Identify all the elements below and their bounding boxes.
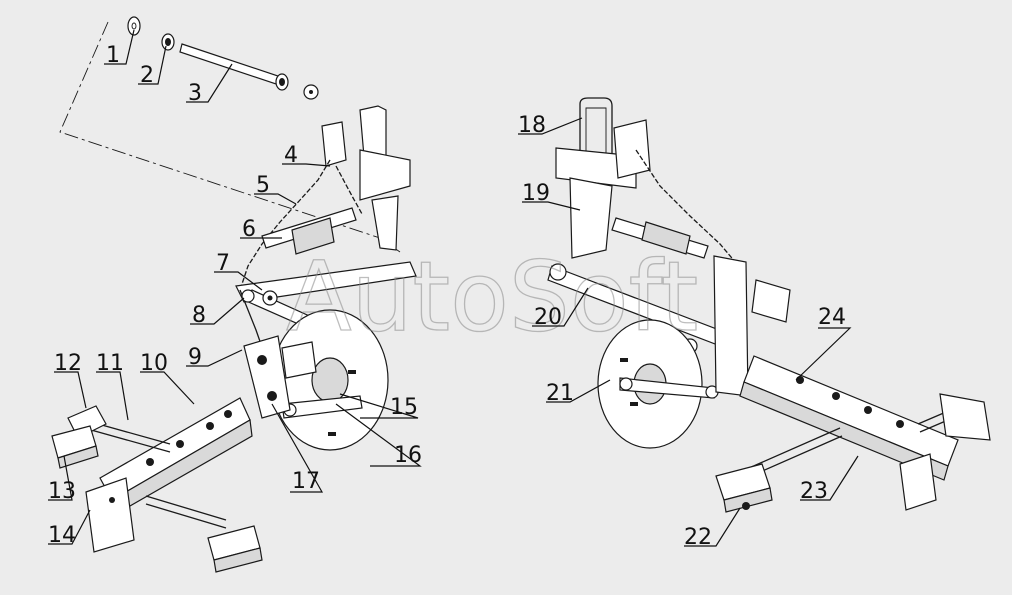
left-assembly [51, 16, 417, 573]
callout-3: 3 [188, 81, 202, 106]
callout-1: 1 [106, 43, 120, 68]
scraper-bar [619, 377, 719, 399]
callout-10: 10 [140, 351, 168, 376]
pivot-part-8 [262, 290, 278, 306]
lower-clamp [207, 525, 263, 573]
chain-right [635, 149, 743, 271]
main-beam-part-24 [739, 355, 959, 481]
callout-20: 20 [534, 305, 562, 330]
hydraulic-cylinder [611, 217, 709, 259]
callout-17: 17 [292, 469, 320, 494]
callout-23: 23 [800, 479, 828, 504]
callout-4: 4 [284, 143, 298, 168]
end-plate-part-14 [85, 477, 135, 553]
callout-9: 9 [188, 345, 202, 370]
callout-13: 13 [48, 479, 76, 504]
side-plate [713, 255, 791, 397]
callout-8: 8 [192, 303, 206, 328]
adjuster-rod-part-5 [261, 207, 357, 255]
callout-18: 18 [518, 113, 546, 138]
callout-19: 19 [522, 181, 550, 206]
end-plate-right [899, 393, 991, 511]
callout-2: 2 [140, 63, 154, 88]
callout-16: 16 [394, 443, 422, 468]
callout-11: 11 [96, 351, 124, 376]
upright-part-19 [569, 119, 651, 259]
callout-leaders [48, 29, 859, 547]
mounting-bracket [321, 105, 411, 251]
callout-22: 22 [684, 525, 712, 550]
callout-numbers: 1 2 3 4 5 6 7 8 9 10 11 12 13 14 15 16 1… [48, 43, 846, 550]
callout-15: 15 [390, 395, 418, 420]
callout-14: 14 [48, 523, 76, 548]
bearing-part-2 [161, 33, 175, 51]
clamp-part-22 [715, 463, 773, 513]
callout-6: 6 [242, 217, 256, 242]
watermark-text: AutoSoft [286, 241, 698, 353]
washer-part-1 [127, 16, 141, 36]
housing-part-17 [243, 335, 291, 419]
right-assembly [547, 97, 991, 513]
chain-part-4 [239, 159, 363, 291]
callout-7: 7 [216, 251, 230, 276]
callout-12: 12 [54, 351, 82, 376]
hub-part-9 [281, 341, 317, 379]
callout-21: 21 [546, 381, 574, 406]
callout-24: 24 [818, 305, 846, 330]
callout-5: 5 [256, 173, 270, 198]
clamp-part-13 [51, 425, 99, 469]
